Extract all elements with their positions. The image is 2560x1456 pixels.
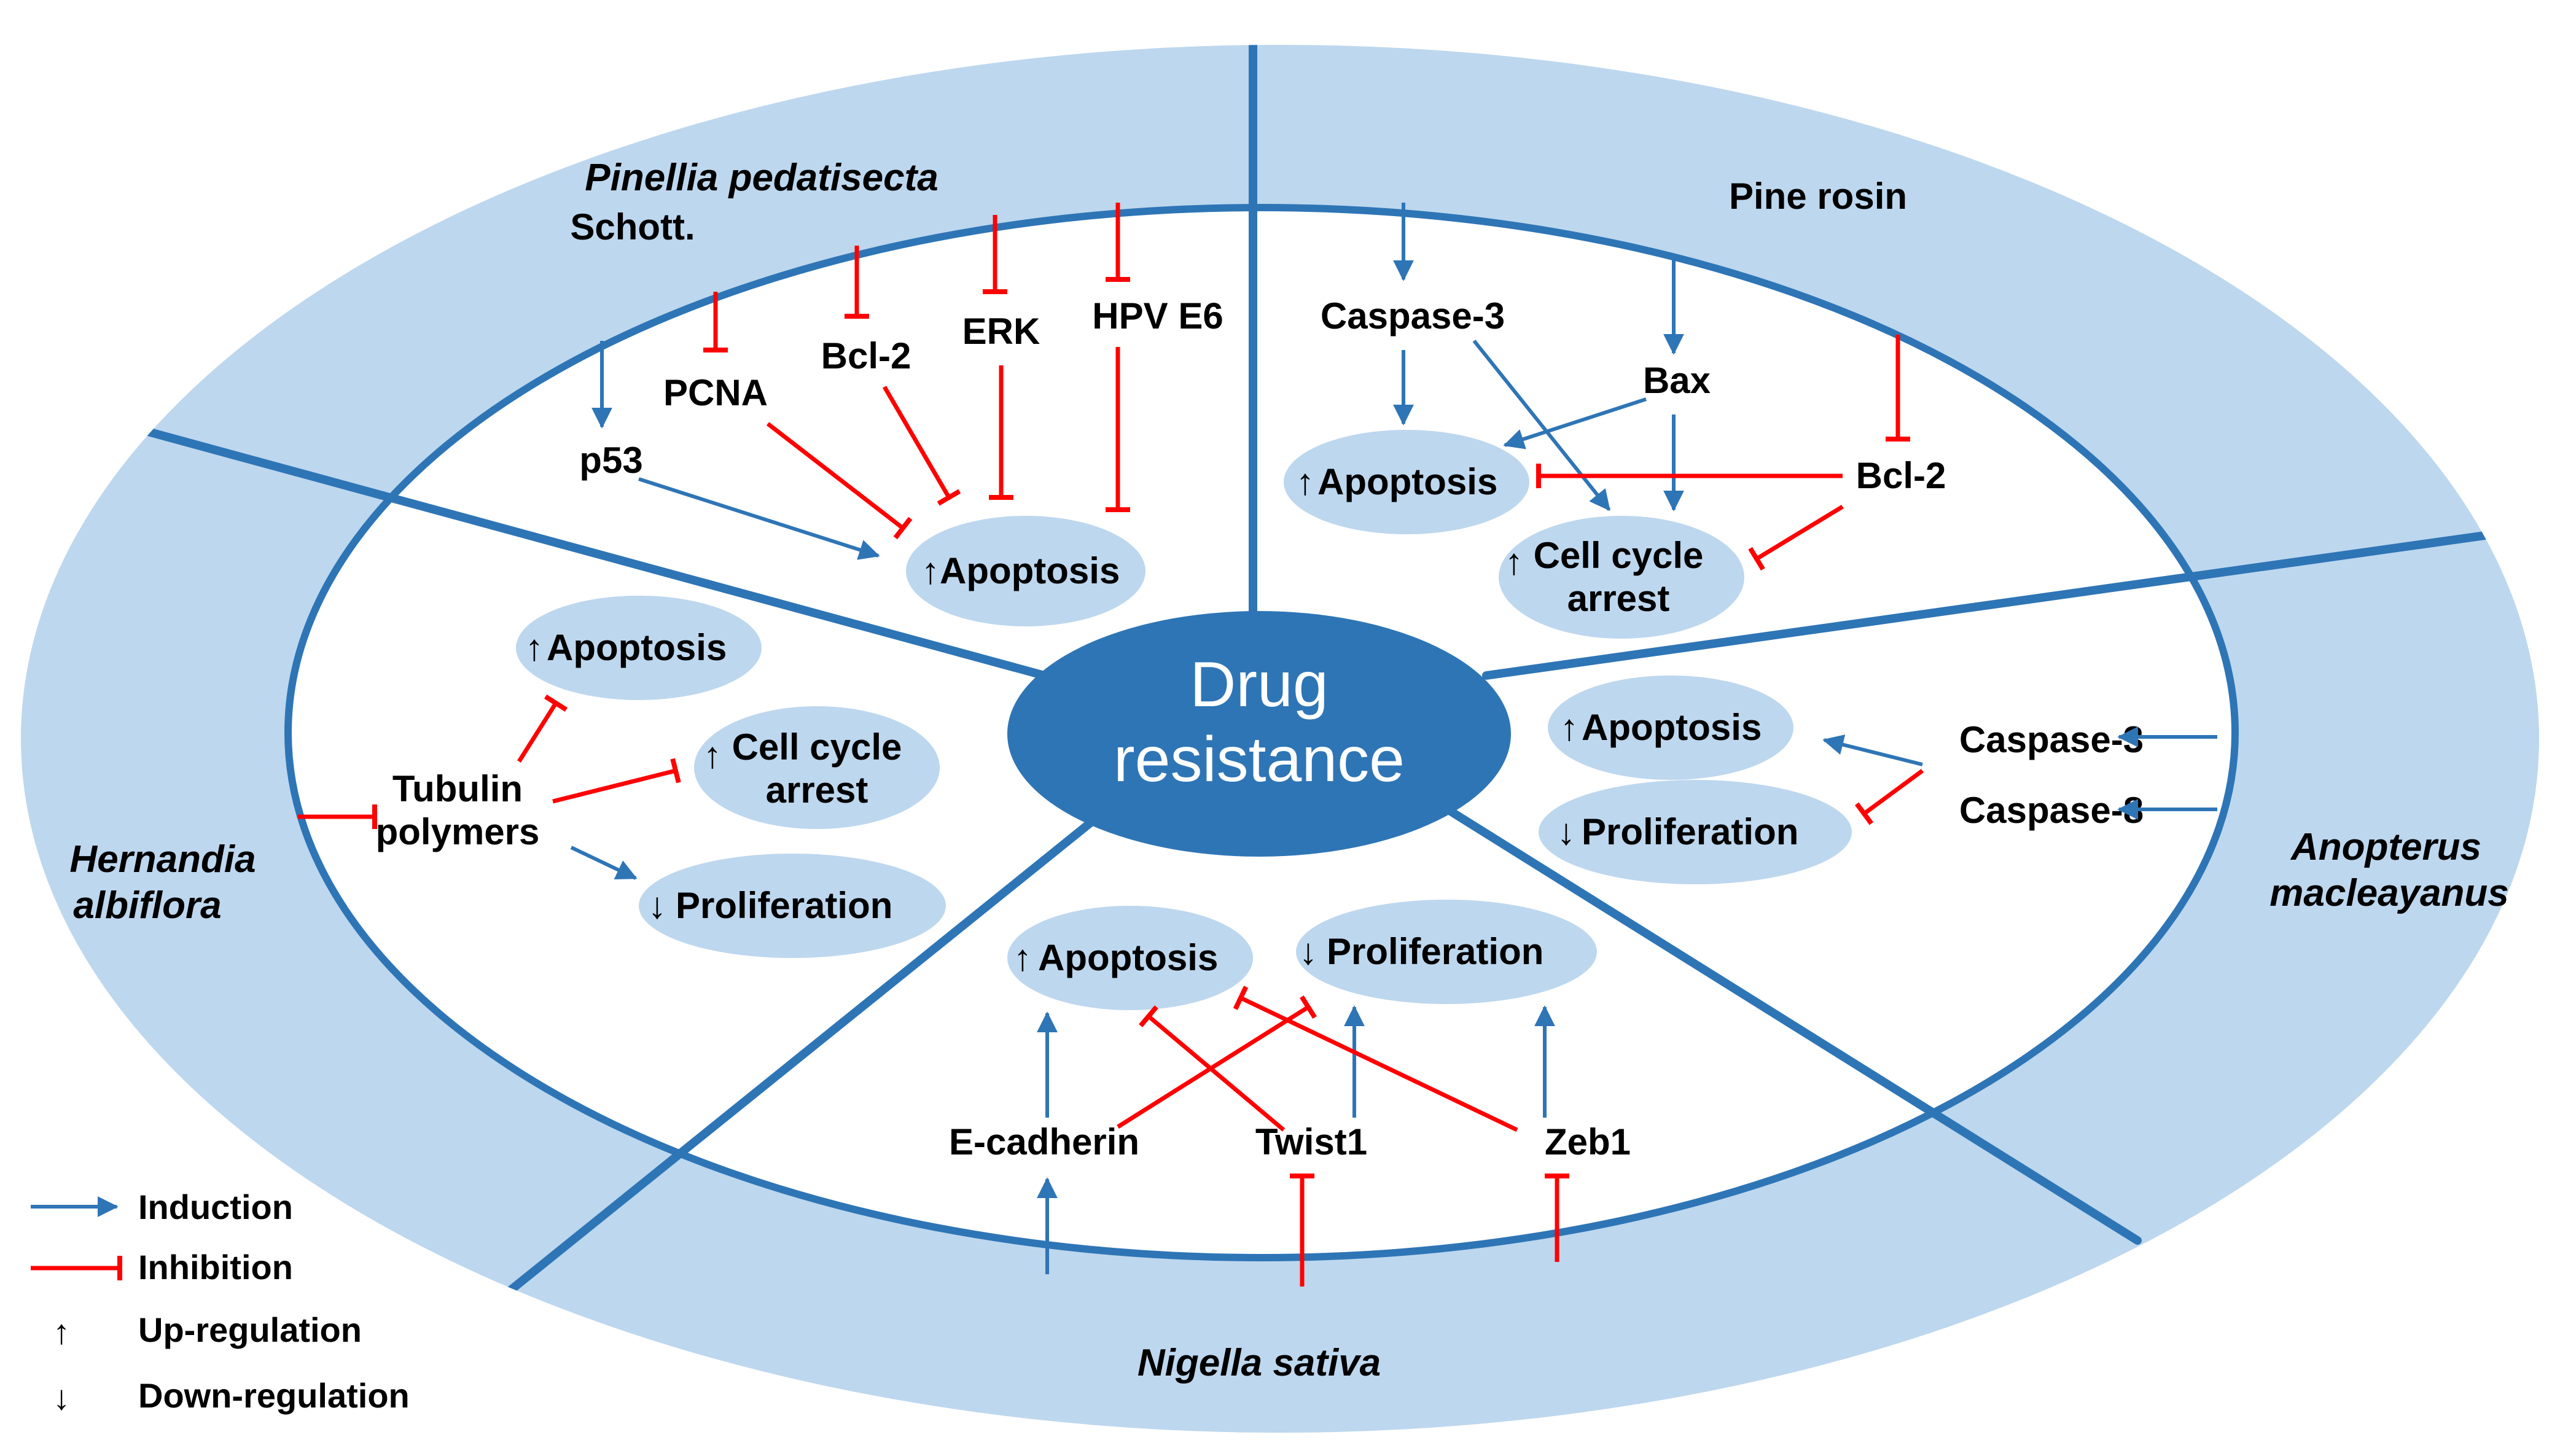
anopterus-apoptosis-label: Apoptosis [1582,707,1762,748]
anopterus-apoptosis-arrow: ↑ [1560,707,1579,748]
anopterus-caspase3: Caspase-3 [1959,719,2144,760]
pinellia-name-line2: Schott. [570,206,695,247]
nigella-name: Nigella sativa [1138,1342,1381,1384]
legend-up-label: Up-regulation [138,1310,362,1349]
nigella-proliferation-node [1296,900,1597,1004]
hernandia-arrest-node [694,706,940,829]
pine-caspase3: Caspase-3 [1321,295,1505,337]
bcl2-inhibits-apoptosis [882,386,961,506]
pine-arrest-line2: arrest [1567,578,1670,619]
nigella-ecadherin: E-cadherin [949,1121,1139,1162]
pine-apoptosis-arrow: ↑ [1296,461,1314,502]
pinellia-apoptosis-arrow: ↑ [921,550,940,591]
nigella-zeb1: Zeb1 [1545,1121,1631,1162]
pine-arrest-line1: Cell cycle [1534,535,1704,576]
center-label-line1: Drug [1190,649,1328,720]
anopterus-proliferation-node [1539,780,1852,884]
hernandia-name-line2: albiflora [73,884,221,927]
pine-apoptosis-node [1284,430,1529,534]
pine-arrest-node [1499,516,1744,639]
twist1-inhibits-apoptosis [1139,1005,1286,1132]
anopterus-name-line2: macleayanus [2269,872,2508,914]
hernandia-tubulin-line1: Tubulin [392,768,523,809]
legend-inhibition-label: Inhibition [138,1248,293,1287]
pine-bcl2: Bcl-2 [1856,455,1946,496]
tubulin-inhibits-arrest [552,758,681,804]
anopterus-name-line1: Anopterus [2290,826,2481,868]
divider-left [137,426,1048,680]
ecadherin-inhibits-proliferation [1117,995,1317,1129]
caspase3-induces-apoptosis [1822,734,1923,766]
divider-right [1482,530,2498,680]
hernandia-arrest-line2: arrest [766,769,868,811]
hernandia-proliferation-arrow: ↓ [648,885,666,926]
caspase3-induces-arrest [1472,340,1611,512]
pine-apoptosis-label: Apoptosis [1317,461,1497,502]
legend-up-symbol: ↑ [53,1312,70,1351]
hernandia-arrest-arrow: ↑ [703,734,722,776]
pinellia-apoptosis-label: Apoptosis [940,550,1120,591]
hernandia-name-line1: Hernandia [69,838,256,881]
nigella-apoptosis-node [1007,906,1253,1010]
hernandia-proliferation-node [639,854,946,958]
nigella-proliferation-arrow: ↓ [1299,931,1317,972]
divider-bottom-left [499,806,1110,1300]
zeb1-inhibits-apoptosis [1233,986,1518,1132]
hernandia-apoptosis-arrow: ↑ [525,627,544,668]
legend-down-label: Down-regulation [138,1376,410,1415]
anopterus-proliferation-label: Proliferation [1582,811,1798,852]
legend: Induction Inhibition ↑ Up-regulation ↓ D… [31,1188,410,1417]
hernandia-apoptosis-label: Apoptosis [547,627,727,668]
pinellia-bcl2: Bcl-2 [821,335,911,376]
pine-arrest-arrow: ↑ [1505,541,1523,582]
anopterus-proliferation-arrow: ↓ [1557,811,1575,852]
legend-induction-label: Induction [138,1188,293,1226]
bcl2-inhibits-arrest [1748,505,1844,571]
p53-induces-apoptosis [638,477,880,560]
sector-anopterus: Anopterus macleayanus Caspase-3 Caspase-… [1539,675,2509,914]
nigella-apoptosis-arrow: ↑ [1013,937,1032,978]
hernandia-tubulin-line2: polymers [376,811,540,852]
pinellia-p53: p53 [579,440,642,481]
divider-bottom-right [1445,806,2142,1245]
hernandia-proliferation-label: Proliferation [676,885,892,926]
center-node [1007,611,1511,857]
pinellia-pcna: PCNA [663,372,768,413]
sector-dividers [137,45,2498,1300]
pine-bax: Bax [1643,360,1711,401]
legend-down-symbol: ↓ [53,1378,70,1417]
pcna-inhibits-apoptosis [766,422,913,540]
pine-name: Pine rosin [1729,176,1907,217]
pinellia-apoptosis-node [906,516,1145,626]
sector-pine-rosin: Pine rosin Caspase-3 Bax Bcl-2 ↑ Apoptos… [1284,176,1946,639]
sector-hernandia: Hernandia albiflora Tubulin polymers ↑ A… [69,596,946,958]
bax-induces-apoptosis [1503,397,1647,450]
anopterus-caspase8: Caspase-8 [1959,790,2144,831]
nigella-proliferation-label: Proliferation [1327,931,1543,972]
caspase3-inhibits-proliferation [1854,769,1924,825]
pinellia-erk: ERK [962,311,1040,352]
anopterus-apoptosis-node [1548,675,1793,780]
nigella-apoptosis-label: Apoptosis [1038,937,1218,978]
nigella-twist1: Twist1 [1255,1121,1367,1162]
tubulin-induces-proliferation [570,846,638,880]
sector-nigella: Nigella sativa E-cadherin Twist1 Zeb1 ↑ … [949,900,1631,1384]
tubulin-inhibits-apoptosis [517,694,568,763]
hernandia-arrest-line1: Cell cycle [732,726,902,768]
hernandia-apoptosis-node [516,596,762,700]
center-label-line2: resistance [1114,724,1405,795]
sector-pinellia: Pinellia pedatisecta Schott. p53 PCNA Bc… [570,157,1223,626]
pinellia-name-line1: Pinellia pedatisecta [585,157,938,199]
pinellia-hpv: HPV E6 [1092,295,1223,337]
